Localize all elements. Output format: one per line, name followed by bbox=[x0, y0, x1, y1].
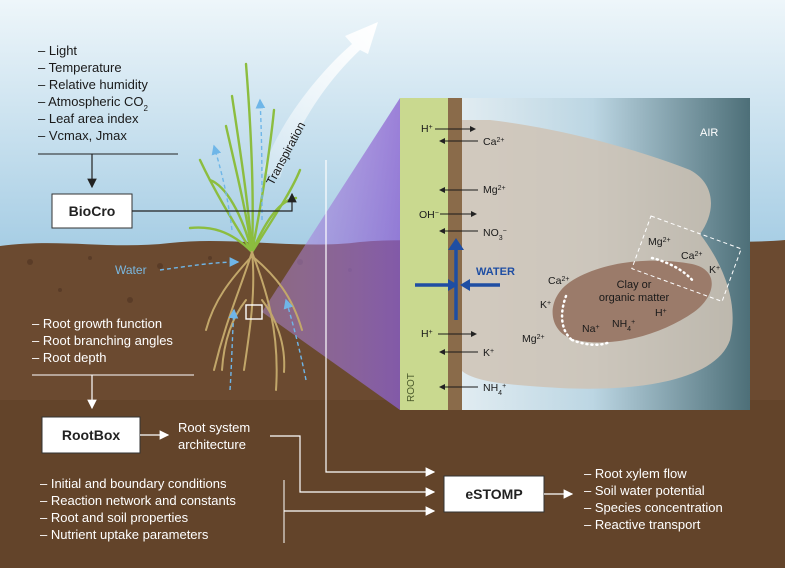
ion-na: Na+ bbox=[582, 323, 600, 335]
air-label: AIR bbox=[700, 127, 718, 139]
ion-ca-1: Ca2+ bbox=[483, 136, 504, 148]
water-label: Water bbox=[115, 263, 147, 277]
ion-h-1: H+ bbox=[421, 123, 433, 135]
ion-h-2: H+ bbox=[421, 328, 433, 340]
root-architecture-line2: architecture bbox=[178, 437, 246, 452]
ion-k-1: K+ bbox=[483, 347, 494, 359]
climate-inputs-list: – Light – Temperature – Relative humidit… bbox=[38, 43, 149, 143]
root-zoom-box bbox=[245, 304, 263, 320]
ion-ca-2: Ca2+ bbox=[548, 275, 569, 287]
plant-roots bbox=[205, 251, 303, 391]
rhizosphere-inset: H+ Ca2+ Mg2+ OH− NO3− WATER H+ K+ NH4+ C… bbox=[400, 98, 750, 410]
water-label-inset: WATER bbox=[476, 266, 515, 278]
estomp-input-item: – Root and soil properties bbox=[40, 510, 189, 525]
ion-oh: OH− bbox=[419, 209, 439, 221]
zoom-cone bbox=[262, 98, 400, 410]
estomp-output-item: – Species concentration bbox=[584, 500, 723, 515]
estomp-output-item: – Soil water potential bbox=[584, 483, 705, 498]
root-input-item: – Root growth function bbox=[32, 316, 162, 331]
clay-particle bbox=[552, 260, 712, 343]
estomp-input-item: – Nutrient uptake parameters bbox=[40, 527, 209, 542]
input-item: – Temperature bbox=[38, 60, 122, 75]
clay-label-1: Clay or bbox=[617, 279, 652, 291]
ion-nh4-2: NH4+ bbox=[612, 318, 635, 333]
ion-ca-3: Ca2+ bbox=[681, 250, 702, 262]
ion-k-3: K+ bbox=[709, 264, 720, 276]
estomp-inputs-list: – Initial and boundary conditions – Reac… bbox=[40, 476, 236, 542]
ion-no3: NO3− bbox=[483, 227, 507, 242]
clay-label-2: organic matter bbox=[599, 292, 670, 304]
ion-mg-2: Mg2+ bbox=[522, 333, 545, 345]
estomp-output-item: – Reactive transport bbox=[584, 517, 701, 532]
estomp-output-item: – Root xylem flow bbox=[584, 466, 687, 481]
water-flow-arrows bbox=[159, 98, 307, 391]
biocro-to-transpiration bbox=[132, 192, 297, 212]
root-cortex bbox=[400, 98, 452, 410]
estomp-input-item: – Reaction network and constants bbox=[40, 493, 236, 508]
input-item: – Atmospheric CO2 bbox=[38, 94, 149, 113]
architecture-to-estomp bbox=[270, 435, 436, 497]
ion-arrows bbox=[435, 126, 478, 390]
biocro-label: BioCro bbox=[69, 203, 116, 219]
ion-nh4-1: NH4+ bbox=[483, 382, 506, 397]
input-item: – Leaf area index bbox=[38, 111, 139, 126]
ion-k-2: K+ bbox=[540, 299, 551, 311]
root-architecture-line1: Root system bbox=[178, 420, 250, 435]
ion-h-3: H+ bbox=[655, 307, 667, 319]
input-item: – Light bbox=[38, 43, 77, 58]
transpiration-to-estomp bbox=[325, 160, 436, 477]
estomp-label: eSTOMP bbox=[465, 486, 522, 502]
root-inputs-list: – Root growth function – Root branching … bbox=[32, 316, 173, 365]
clay-dots-top bbox=[650, 256, 696, 284]
estomp-outputs-list: – Root xylem flow – Soil water potential… bbox=[584, 466, 723, 532]
input-item: – Relative humidity bbox=[38, 77, 148, 92]
ion-mg-1: Mg2+ bbox=[483, 184, 506, 196]
root-input-item: – Root branching angles bbox=[32, 333, 173, 348]
root-label: ROOT bbox=[406, 373, 417, 402]
input-item: – Vcmax, Jmax bbox=[38, 128, 127, 143]
estomp-input-item: – Initial and boundary conditions bbox=[40, 476, 227, 491]
transpiration-arrow bbox=[262, 22, 378, 178]
root-input-item: – Root depth bbox=[32, 350, 106, 365]
clay-dots-left bbox=[560, 294, 612, 346]
rootbox-label: RootBox bbox=[62, 427, 121, 443]
ion-mg-3: Mg2+ bbox=[648, 236, 671, 248]
